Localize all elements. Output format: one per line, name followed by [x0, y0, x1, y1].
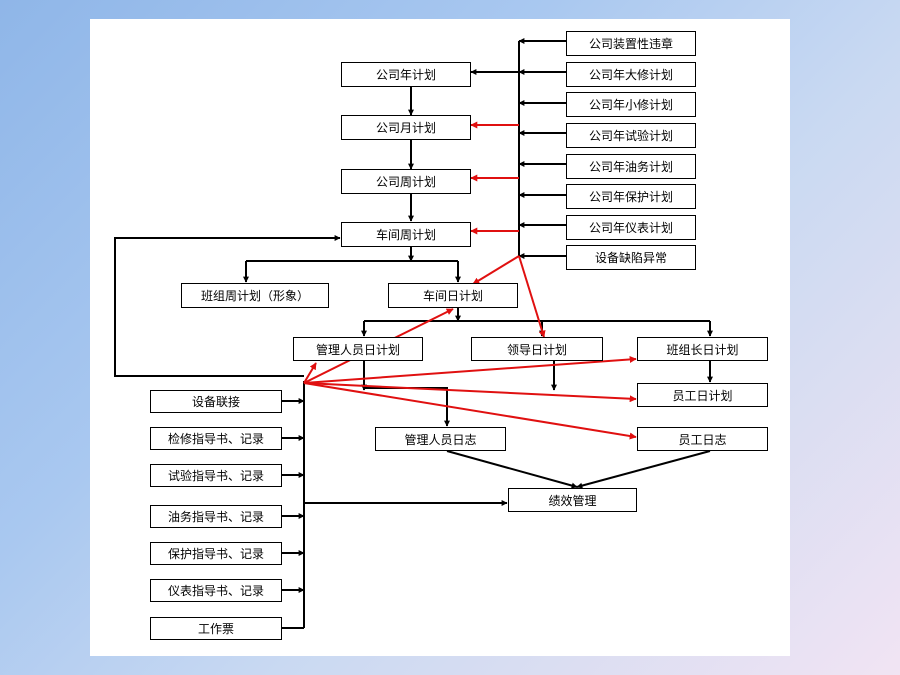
box-manager-daily-plan: 管理人员日计划 [293, 337, 423, 361]
box-company-annual-protection: 公司年保护计划 [566, 184, 696, 209]
box-company-annual-overhaul: 公司年大修计划 [566, 62, 696, 87]
box-team-leader-daily-plan: 班组长日计划 [637, 337, 768, 361]
box-equipment-liaison: 设备联接 [150, 390, 282, 413]
red-arrow-hub-to-staff-plan [303, 382, 637, 403]
box-performance-management: 绩效管理 [508, 488, 637, 512]
box-leader-daily-plan: 领导日计划 [471, 337, 603, 361]
box-staff-daily-plan: 员工日计划 [637, 383, 768, 407]
red-arrow-to-leader-plan [518, 255, 546, 338]
box-oil-guide: 油务指导书、记录 [150, 505, 282, 528]
box-company-annual-minor: 公司年小修计划 [566, 92, 696, 117]
box-company-annual-test: 公司年试验计划 [566, 123, 696, 148]
flow-connectors [114, 38, 713, 629]
feedback-loop-line [114, 235, 341, 377]
red-arrow-hub-to-manager [303, 362, 317, 384]
connector-manager-to-log [364, 387, 450, 427]
box-workshop-weekly-plan: 车间周计划 [341, 222, 471, 247]
box-protection-guide: 保护指导书、记录 [150, 542, 282, 565]
box-team-weekly-plan: 班组周计划（形象） [181, 283, 329, 308]
box-company-device-violation: 公司装置性违章 [566, 31, 696, 56]
box-staff-log: 员工日志 [637, 427, 768, 451]
box-test-guide: 试验指导书、记录 [150, 464, 282, 487]
box-equipment-defect: 设备缺陷异常 [566, 245, 696, 270]
box-maintenance-guide: 检修指导书、记录 [150, 427, 282, 450]
box-company-weekly-plan: 公司周计划 [341, 169, 471, 194]
box-work-ticket: 工作票 [150, 617, 282, 640]
box-manager-log: 管理人员日志 [375, 427, 506, 451]
arrow-staff-log-to-perf [576, 450, 711, 489]
box-company-monthly-plan: 公司月计划 [341, 115, 471, 140]
box-company-annual-plan: 公司年计划 [341, 62, 471, 87]
red-arrow-hub-to-teamleader [303, 355, 637, 384]
box-workshop-daily-plan: 车间日计划 [388, 283, 518, 308]
box-instrument-guide: 仪表指导书、记录 [150, 579, 282, 602]
red-arrow-to-workshop-daily [472, 255, 520, 285]
arrow-manager-log-to-perf [446, 450, 578, 489]
red-arrow-hub-to-staff-log [303, 382, 637, 440]
box-company-annual-instrument: 公司年仪表计划 [566, 215, 696, 240]
box-company-annual-oil: 公司年油务计划 [566, 154, 696, 179]
diagram-canvas: 公司装置性违章 公司年大修计划 公司年小修计划 公司年试验计划 公司年油务计划 … [90, 19, 790, 656]
